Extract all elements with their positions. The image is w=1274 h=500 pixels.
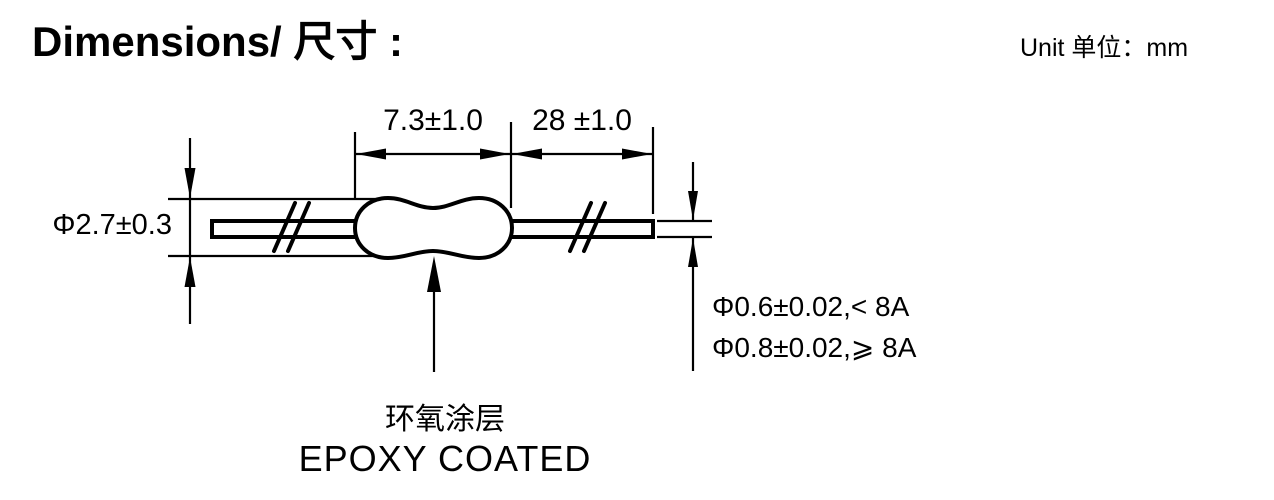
component-body <box>352 195 515 261</box>
right-lead <box>508 219 655 239</box>
arrow-lead-length-left <box>512 148 542 160</box>
body-diameter-label: Φ2.7±0.3 <box>52 209 172 241</box>
unit-label: Unit 单位：mm <box>1020 34 1189 62</box>
arrow-body-length-right <box>480 148 510 160</box>
arrow-lead-length-right <box>622 148 652 160</box>
arrowheads <box>184 148 698 292</box>
lead-break-marks <box>272 201 607 253</box>
arrow-epoxy-pointer <box>427 256 441 292</box>
arrow-lead-dia-bottom <box>688 238 698 267</box>
coating-label-en: EPOXY COATED <box>298 438 592 479</box>
lead-diameter-small-label: Φ0.6±0.02,< 8A <box>712 291 910 322</box>
body-length-label: 7.3±1.0 <box>383 104 483 137</box>
left-break-mark <box>272 201 311 253</box>
lead-length-label: 28 ±1.0 <box>532 104 632 137</box>
coating-label-cn: 环氧涂层 <box>385 403 505 436</box>
arrow-lead-dia-top <box>688 191 698 220</box>
arrow-body-dia-top <box>184 168 196 198</box>
page-title: Dimensions/ 尺寸 : <box>32 18 404 65</box>
dimension-lines <box>168 122 712 372</box>
right-break-mark <box>568 201 607 253</box>
lead-diameter-large-label: Φ0.8±0.02,⩾ 8A <box>712 332 917 363</box>
arrow-body-length-left <box>356 148 386 160</box>
arrow-body-dia-bottom <box>184 257 196 287</box>
